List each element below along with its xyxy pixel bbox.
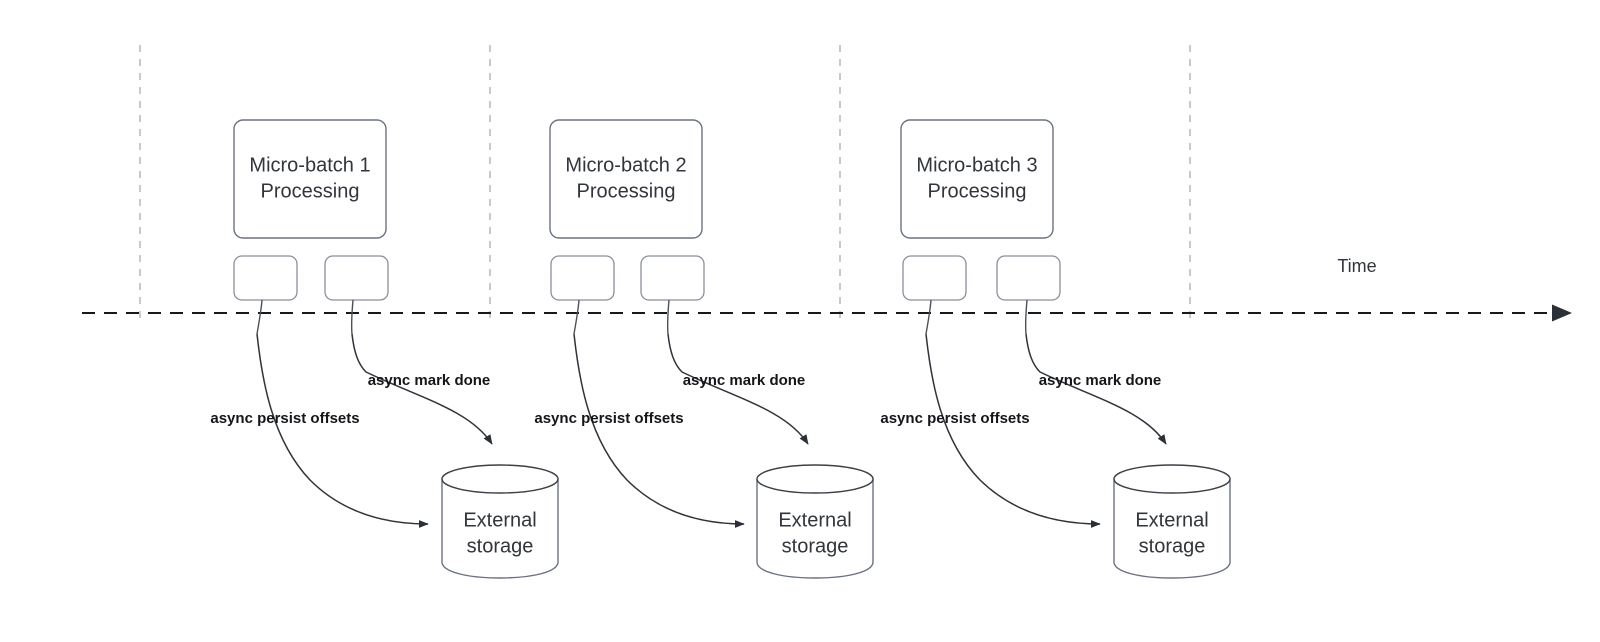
edge-label-async-mark-done-1: async mark done — [368, 372, 491, 389]
task-box-1a[interactable] — [233, 255, 298, 301]
arrow-right-icon — [1552, 304, 1572, 322]
micro-batch-box-1[interactable] — [233, 119, 387, 239]
micro-batch-box-3-line2: Processing — [928, 180, 1027, 202]
edge-async-mark-done-3 — [1025, 333, 1167, 445]
external-storage-3-body — [1113, 478, 1231, 579]
external-storage-1[interactable]: External storage — [441, 464, 559, 579]
micro-batch-box-3[interactable] — [900, 119, 1054, 239]
micro-batch-box-2-line1: Micro-batch 2 — [565, 154, 686, 176]
edge-async-mark-done-1 — [351, 333, 493, 445]
time-axis-label: Time — [1337, 256, 1376, 276]
external-storage-2-line2: storage — [782, 535, 849, 557]
micro-batch-group-2: Micro-batch 2 Processing External storag… — [534, 119, 874, 579]
task-box-1b-stem — [350, 299, 354, 335]
external-storage-1-top — [441, 464, 559, 494]
micro-batch-box-1-line2: Processing — [261, 180, 360, 202]
task-box-2a-stem — [573, 299, 580, 335]
micro-batch-box-2[interactable] — [549, 119, 703, 239]
external-storage-3-line1: External — [1135, 509, 1208, 531]
external-storage-3[interactable]: External storage — [1113, 464, 1231, 579]
task-box-1b[interactable] — [324, 255, 389, 301]
external-storage-1-line1: External — [463, 509, 536, 531]
external-storage-2-body — [756, 478, 874, 579]
task-box-1a-stem — [256, 299, 263, 335]
timeline-axis: Time — [82, 256, 1572, 322]
external-storage-1-line2: storage — [467, 535, 534, 557]
task-box-3b[interactable] — [996, 255, 1061, 301]
external-storage-2-line1: External — [778, 509, 851, 531]
micro-batch-box-2-line2: Processing — [577, 180, 676, 202]
task-box-2b[interactable] — [640, 255, 705, 301]
task-box-2a[interactable] — [550, 255, 615, 301]
edge-async-persist-offsets-1 — [256, 333, 429, 528]
external-storage-1-body — [441, 478, 559, 579]
micro-batch-group-3: Micro-batch 3 Processing External storag… — [880, 119, 1231, 579]
edge-label-async-mark-done-3: async mark done — [1039, 372, 1162, 389]
edge-async-mark-done-2 — [667, 333, 809, 445]
batch-divider-group — [139, 45, 1191, 323]
edge-label-async-mark-done-2: async mark done — [683, 372, 806, 389]
task-box-2b-stem — [666, 299, 670, 335]
edge-async-persist-offsets-3 — [925, 333, 1101, 528]
edge-async-persist-offsets-2 — [573, 333, 745, 528]
edge-label-async-persist-offsets-2: async persist offsets — [534, 410, 683, 427]
external-storage-2[interactable]: External storage — [756, 464, 874, 579]
task-box-3a-stem — [925, 299, 932, 335]
micro-batch-box-3-line1: Micro-batch 3 — [916, 154, 1037, 176]
micro-batch-box-1-line1: Micro-batch 1 — [249, 154, 370, 176]
edge-label-async-persist-offsets-3: async persist offsets — [880, 410, 1029, 427]
task-box-3b-stem — [1024, 299, 1028, 335]
task-box-3a[interactable] — [902, 255, 967, 301]
external-storage-2-top — [756, 464, 874, 494]
edge-label-async-persist-offsets-1: async persist offsets — [210, 410, 359, 427]
external-storage-3-top — [1113, 464, 1231, 494]
external-storage-3-line2: storage — [1139, 535, 1206, 557]
micro-batch-group-1: Micro-batch 1 Processing External storag… — [210, 119, 559, 579]
